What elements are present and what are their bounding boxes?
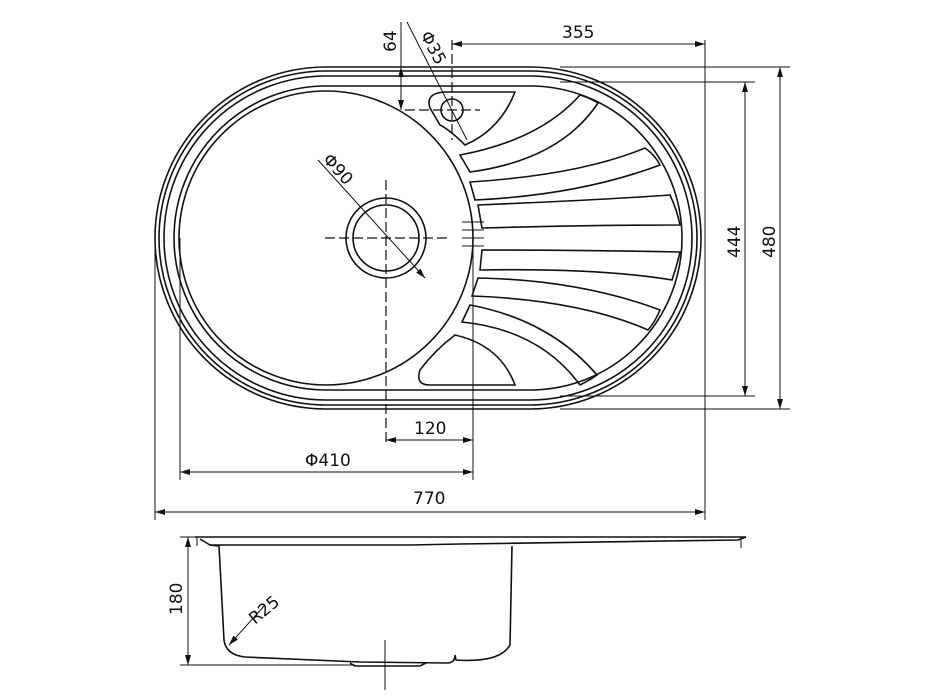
dim-r25: R25 [245,592,283,629]
dim-64: 64 [381,30,401,52]
sink-outline [154,66,702,410]
dim-444: 444 [725,226,745,258]
drainer-grooves [417,91,682,387]
drain [325,180,447,445]
dim-drain-diameter: Φ90 [318,150,356,189]
dimension-lines [154,21,790,520]
tap-hole [405,40,480,140]
dim-120: 120 [414,419,446,439]
side-profile [180,536,747,690]
dim-bowl-diameter: Φ410 [305,451,351,471]
dim-180: 180 [167,583,187,615]
dim-770: 770 [413,489,445,509]
dim-480: 480 [760,226,780,258]
dim-355: 355 [562,23,594,43]
